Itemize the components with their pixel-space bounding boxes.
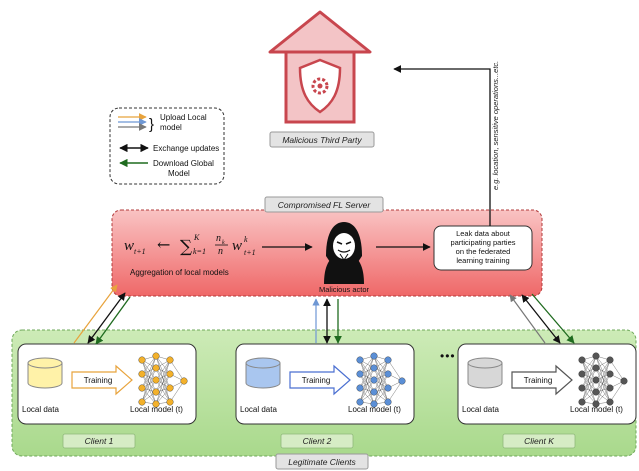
aggregation-label: Aggregation of local models [130,268,229,277]
leak-line-3: on the federated [456,247,511,256]
legend-upload-line1: Upload Local [160,113,207,122]
neural-network-icon [578,352,628,408]
local-model-label: Local model (t) [570,405,623,414]
local-data-label: Local data [240,405,277,414]
client-1-arrows [73,284,131,345]
local-model-label: Local model (t) [130,405,183,414]
client-name-label: Client 1 [85,436,114,446]
legend-upload-line2: model [160,123,182,132]
legend-exchange-label: Exchange updates [153,144,219,153]
svg-text:t+1: t+1 [134,247,146,256]
client-name-label: Client K [524,436,554,446]
database-icon [245,357,281,389]
training-arrow-icon [71,364,133,396]
neural-network-icon [356,352,406,408]
training-arrow-icon [511,364,573,396]
leak-line-1: Leak data about [456,229,511,238]
leak-to-third-party-arrow [393,65,491,226]
svg-text:n: n [216,233,221,244]
side-note: e.g. location, sensitive operations...et… [491,61,500,190]
local-data-label: Local data [462,405,499,414]
local-model-label: Local model (t) [348,405,401,414]
clients-group-label: Legitimate Clients [288,457,356,467]
third-party-label-box [269,131,375,148]
svg-text:t+1: t+1 [244,248,256,257]
legend-box [109,107,225,185]
svg-text:K: K [193,233,200,242]
leak-line-4: learning training [456,256,509,265]
clients-ellipsis: ••• [440,349,456,363]
clients-group-label-box [275,453,369,470]
client-name-box [280,433,354,449]
client-name-label: Client 2 [303,436,332,446]
training-label: Training [524,376,553,385]
svg-text:w: w [124,238,134,254]
database-icon [27,357,63,389]
training-label: Training [302,376,331,385]
house-icon [268,10,372,124]
svg-text:k: k [222,240,225,246]
hacker-icon [324,222,364,284]
third-party-label: Malicious Third Party [282,135,362,145]
local-data-label: Local data [22,405,59,414]
svg-text:n: n [218,246,223,257]
svg-text:∑: ∑ [180,237,192,257]
leak-line-2: participating parties [450,238,515,247]
actor-label: Malicious actor [319,285,370,294]
training-arrow-icon [289,364,351,396]
legend-brace: } [149,116,154,133]
database-icon [467,357,503,389]
svg-text:←: ← [157,235,170,254]
svg-text:w: w [232,238,242,254]
svg-text:k: k [244,235,248,244]
legend-upload-arrows [118,113,147,131]
training-label: Training [84,376,113,385]
legend-download-line2: Model [168,169,190,178]
aggregation-formula: w t+1 ← ∑ K k=1 n k n w k t+1 [124,233,256,257]
neural-network-icon [138,352,188,408]
server-label: Compromised FL Server [278,200,372,210]
server-label-box [264,196,384,213]
client-name-box [62,433,136,449]
legend-download-line1: Download Global [153,159,214,168]
client-k-arrows [509,293,575,344]
svg-text:k=1: k=1 [193,247,206,256]
client-name-box [502,433,576,449]
client-2-arrows [312,298,342,344]
leak-box [433,225,533,271]
